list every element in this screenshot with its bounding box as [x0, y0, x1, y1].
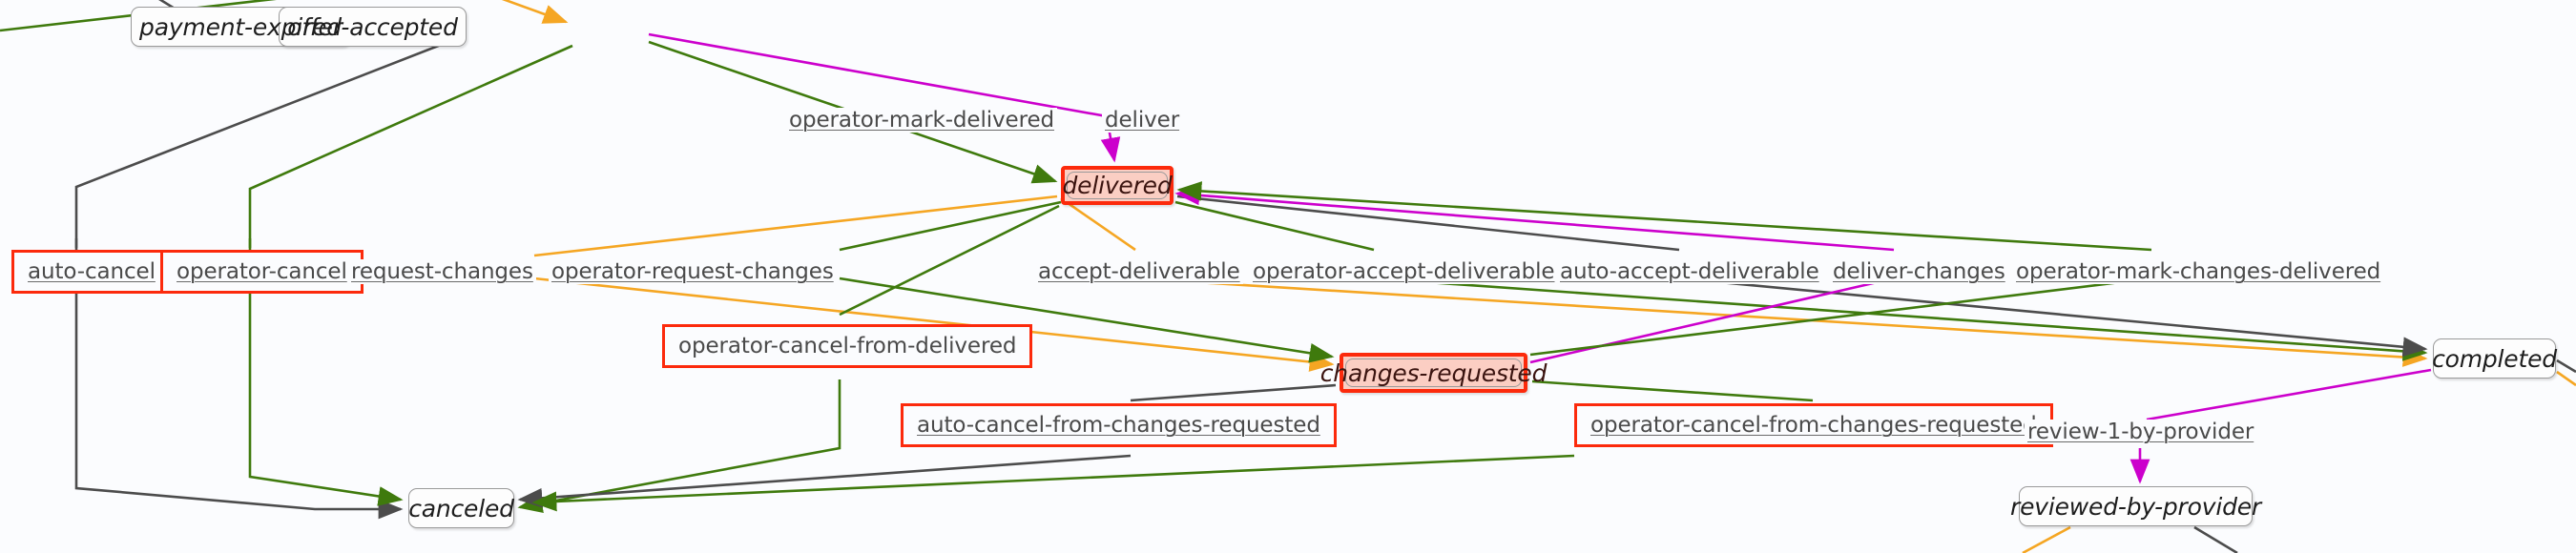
state-node-completed[interactable]: completed: [2432, 338, 2557, 379]
edge-label-auto-cancel-from-changes-requested[interactable]: auto-cancel-from-changes-requested: [901, 403, 1337, 447]
edge-delivered-to-canceled: [517, 379, 841, 513]
edge-label-review-1-by-provider[interactable]: review-1-by-provider: [2025, 420, 2257, 444]
edge-label-operator-cancel-from-changes-requested[interactable]: operator-cancel-from-changes-requested: [1574, 403, 2053, 447]
edge-delivered-operator-request-changes-out: [839, 200, 1062, 252]
state-node-reviewed-by-provider[interactable]: reviewed-by-provider: [2010, 486, 2261, 526]
edge-delivered-to-completed-green: [1373, 276, 2428, 361]
edge-delivered-to-completed-gray: [1678, 276, 2428, 358]
edge-operator-accept-deliverable-out: [1174, 200, 1375, 252]
edge-deliver-changes-out: [1529, 276, 1895, 364]
edge-delivered-to-completed-orange: [1134, 276, 2428, 367]
edge-label-deliver[interactable]: deliver: [1102, 108, 1183, 133]
edge-offer-accepted-to-delivered-deliver: [648, 32, 1121, 163]
node-label: offer-accepted: [287, 12, 458, 41]
edge-label-accept-deliverable[interactable]: accept-deliverable: [1035, 259, 1243, 284]
edge-label-operator-request-changes[interactable]: operator-request-changes: [549, 259, 837, 284]
edge-operator-mark-changes-delivered-out: [1529, 276, 2152, 357]
node-label: delivered: [1062, 172, 1173, 199]
edge-label-operator-mark-changes-delivered[interactable]: operator-mark-changes-delivered: [2013, 259, 2384, 284]
edge-completed-out-orange: [2556, 370, 2576, 387]
edge-reviewed-out-gray: [2193, 525, 2238, 553]
edge-auto-accept-deliverable-out: [1176, 195, 1680, 252]
state-node-changes-requested[interactable]: changes-requested: [1320, 353, 1547, 393]
node-label: canceled: [408, 494, 514, 522]
edge-changes-requested-to-delivered-magenta: [1174, 185, 1895, 252]
edge-reviewed-out-orange: [2022, 525, 2071, 553]
edge-payment-expired-to-offer-accepted: [501, 0, 569, 24]
edge-label-auto-accept-deliverable[interactable]: auto-accept-deliverable: [1557, 259, 1822, 284]
edge-changes-requested-to-canceled-green: [531, 454, 1575, 512]
edge-changes-requested-to-delivered-green: [1176, 181, 2152, 252]
node-label: changes-requested: [1319, 358, 1548, 387]
edge-delivered-request-changes-out: [533, 195, 1058, 257]
state-node-canceled[interactable]: canceled: [408, 488, 514, 528]
edge-operator-cancel-from-delivered-in: [839, 204, 1060, 317]
edge-label-auto-cancel[interactable]: auto-cancel: [11, 250, 172, 294]
edge-changes-requested-to-canceled-gray: [517, 454, 1132, 508]
edge-label-request-changes[interactable]: request-changes: [348, 259, 536, 284]
edge-accept-deliverable-out: [1060, 196, 1136, 252]
edge-label-operator-mark-delivered[interactable]: operator-mark-delivered: [786, 108, 1058, 133]
edge-completed-out-gray: [2556, 358, 2576, 374]
state-node-offer-accepted[interactable]: offer-accepted: [279, 7, 467, 47]
edge-review-1-by-provider-out: [2146, 368, 2432, 421]
edge-auto-cancel-from-changes-requested-in: [1130, 383, 1337, 402]
edge-label-operator-cancel[interactable]: operator-cancel: [160, 250, 364, 294]
state-node-delivered[interactable]: delivered: [1061, 166, 1174, 205]
state-node-payment-expired[interactable]: payment-expired: [131, 7, 350, 47]
node-label: reviewed-by-provider: [2010, 492, 2262, 521]
node-label: completed: [2432, 344, 2557, 373]
edge-label-operator-cancel-from-delivered[interactable]: operator-cancel-from-delivered: [662, 324, 1033, 368]
edge-label-deliver-changes[interactable]: deliver-changes: [1830, 259, 2008, 284]
edge-label-operator-accept-deliverable[interactable]: operator-accept-deliverable: [1250, 259, 1558, 284]
edge-operator-cancel-from-changes-requested-in: [1531, 379, 1814, 402]
